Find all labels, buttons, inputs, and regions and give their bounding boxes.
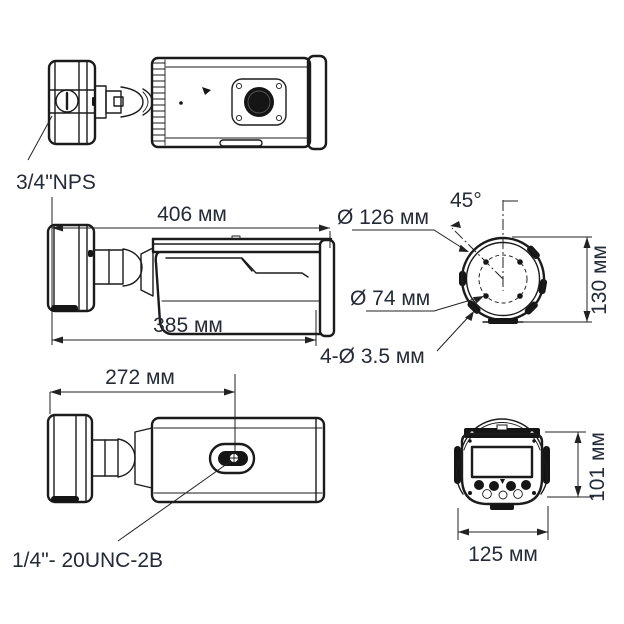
front-bezel-side: [318, 238, 336, 338]
heatsink-ribs: [152, 59, 166, 146]
nps-plug-icon: [55, 89, 79, 113]
cable-gland-icon: [244, 87, 274, 117]
leader-line-unc: [117, 460, 232, 542]
front-view-drawing: 101 мм 125 мм: [454, 418, 609, 566]
cable-flange: [231, 78, 287, 126]
dim-label-125: 125 мм: [468, 543, 538, 566]
ir-led-array: [468, 479, 536, 500]
tripod-boss: [208, 442, 256, 475]
label-dia126: Ø 126 мм: [337, 206, 429, 229]
orientation-mark: [202, 87, 211, 95]
label-4holes: 4-Ø 3.5 мм: [320, 345, 425, 368]
camera-body-side: [154, 250, 322, 336]
bottom-view-drawing: 272 мм 1/4"- 20UNC-2B: [12, 366, 326, 572]
side-view-drawing: 406 мм 385 мм: [46, 197, 336, 346]
front-bezel-top: [306, 54, 328, 151]
label-dia74: Ø 74 мм: [350, 287, 430, 310]
top-view-drawing: 3/4"NPS: [16, 54, 328, 194]
dim-label-385: 385 мм: [153, 314, 223, 337]
sun-shield-dome: [459, 418, 545, 462]
bottom-bracket: [490, 504, 514, 510]
label-nps-thread: 3/4"NPS: [16, 171, 96, 194]
dim-label-406: 406 мм: [157, 203, 227, 226]
lens-window: [470, 445, 534, 479]
camera-face: [460, 432, 544, 506]
bolt-circle: [478, 254, 528, 304]
label-45deg: 45°: [450, 189, 482, 212]
dim-label-272: 272 мм: [105, 366, 175, 389]
bracket-arm: [94, 85, 107, 119]
dim-label-101: 101 мм: [586, 432, 609, 502]
camera-body-bottom: [150, 416, 326, 504]
leader-line-nps: [27, 115, 53, 161]
tripod-screw-icon: [228, 452, 240, 464]
label-unc-thread: 1/4"- 20UNC-2B: [12, 549, 163, 572]
camera-body-top: [150, 56, 312, 149]
centerline-45deg: [451, 227, 504, 280]
rear-view-drawing: 45° Ø 126 мм Ø 74 мм 4-Ø 3.5 мм 130 мм: [320, 189, 611, 368]
dim-label-130: 130 мм: [588, 245, 611, 315]
